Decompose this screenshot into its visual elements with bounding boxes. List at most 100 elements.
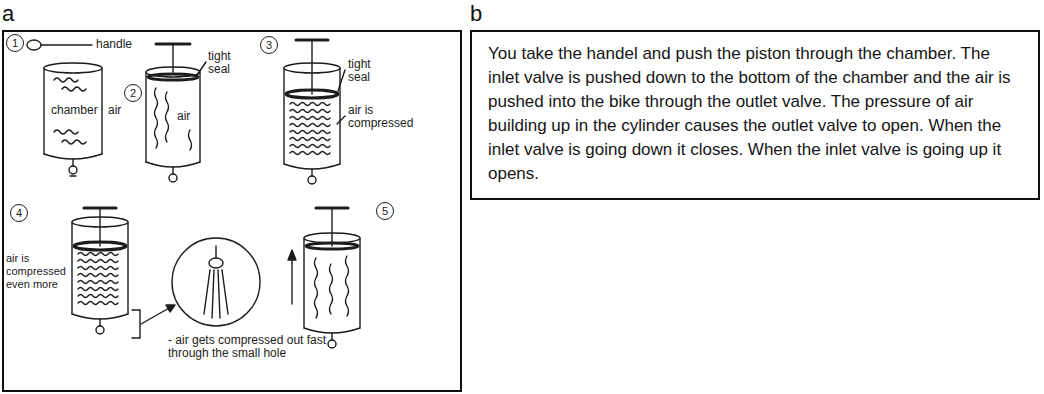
pump-sketch-four bbox=[72, 208, 175, 338]
pump-sketch-one bbox=[44, 63, 102, 73]
pump-sketch-three bbox=[311, 40, 312, 94]
pump-sketch-four bbox=[78, 302, 118, 305]
pump-sketch-two bbox=[148, 74, 198, 80]
part-label: chamber bbox=[50, 104, 99, 117]
pump-sketch-five bbox=[303, 238, 304, 328]
part-label: air bbox=[108, 104, 121, 117]
pump-sketch-five bbox=[315, 258, 318, 318]
pump-sketch-two bbox=[169, 174, 177, 182]
pump-sketch-one bbox=[43, 68, 44, 154]
pump-sketch-three bbox=[290, 110, 330, 113]
sketch-group bbox=[27, 40, 360, 348]
pump-sketch-one bbox=[70, 175, 76, 176]
pump-sketch-three bbox=[283, 68, 284, 164]
pump-sketch-four bbox=[71, 222, 72, 314]
pump-sketch-four bbox=[99, 319, 100, 326]
pump-sketch-four bbox=[141, 307, 171, 324]
pump-sketch-three bbox=[286, 90, 338, 98]
pump-sketch-one bbox=[27, 40, 102, 176]
pump-sketch-three bbox=[290, 124, 330, 127]
valve-closeup bbox=[215, 246, 216, 258]
valve-closeup bbox=[222, 270, 228, 314]
pump-sketch-five bbox=[330, 264, 333, 314]
pump-sketch-five bbox=[331, 208, 332, 246]
pump-sketch-five bbox=[346, 256, 349, 316]
part-label: tight seal bbox=[348, 58, 388, 84]
pump-sketch-four bbox=[72, 217, 128, 227]
pump-sketch-two bbox=[189, 130, 192, 150]
pump-sketch-three bbox=[284, 164, 340, 169]
pump-sketch-four bbox=[78, 253, 118, 256]
panel-letter: b bbox=[470, 2, 482, 26]
pump-sketch-four bbox=[132, 310, 140, 338]
pump-sketch-four bbox=[78, 260, 118, 263]
pump-sketch-four bbox=[78, 274, 118, 277]
note-label: air is compressed bbox=[348, 104, 428, 130]
valve-closeup bbox=[204, 270, 210, 314]
pump-sketch-five bbox=[331, 333, 332, 340]
pump-sketch-three bbox=[290, 117, 330, 120]
pump-sketch-one bbox=[62, 87, 86, 91]
part-label: tight seal bbox=[208, 50, 248, 76]
step-number: 3 bbox=[260, 36, 278, 54]
pump-sketch-two bbox=[146, 44, 206, 182]
pump-sketch-five bbox=[306, 243, 358, 249]
pump-sketch-three bbox=[284, 40, 345, 184]
pump-sketch-two bbox=[172, 44, 173, 72]
valve-closeup bbox=[212, 270, 214, 318]
note-label: air is compressed even more bbox=[6, 252, 70, 291]
pump-sketch-two bbox=[172, 167, 173, 174]
pump-sketch-two bbox=[155, 88, 158, 148]
pump-sketch-four bbox=[78, 281, 118, 284]
step-number: 5 bbox=[376, 202, 394, 220]
pump-sketch-two bbox=[145, 72, 146, 162]
pump-sketch-five bbox=[304, 328, 360, 333]
text-panel: bYou take the handel and push the piston… bbox=[470, 30, 1040, 200]
explanation-text: You take the handel and push the piston … bbox=[472, 32, 1038, 196]
pump-sketch-five bbox=[291, 258, 292, 304]
pump-sketch-five bbox=[288, 208, 360, 348]
part-label: handle bbox=[96, 38, 132, 51]
part-label: air bbox=[176, 110, 191, 123]
step-number: 2 bbox=[124, 84, 142, 102]
pump-sketch-three bbox=[290, 103, 330, 106]
pump-sketch-three bbox=[290, 138, 330, 141]
pump-sketch-two bbox=[146, 162, 200, 167]
pump-sketch-one bbox=[54, 78, 78, 82]
pump-sketch-four bbox=[96, 326, 104, 334]
valve-closeup bbox=[209, 258, 223, 268]
pump-sketch-three bbox=[290, 131, 330, 134]
pump-sketch-one bbox=[41, 44, 92, 45]
caption-note: - air gets compressed out fast through t… bbox=[168, 334, 368, 360]
valve-closeup bbox=[172, 238, 260, 326]
pump-sketch-four bbox=[127, 222, 128, 314]
pump-sketch-three bbox=[337, 116, 345, 124]
pump-sketch-three bbox=[290, 152, 330, 155]
pump-sketch-three bbox=[311, 169, 312, 176]
pump-sketch-four bbox=[78, 267, 118, 270]
pump-sketch-three bbox=[290, 145, 330, 148]
pump-sketch-one bbox=[72, 159, 73, 166]
valve-closeup bbox=[172, 238, 260, 326]
pump-sketch-four bbox=[78, 295, 118, 298]
pump-sketch-two bbox=[166, 92, 169, 142]
panel-letter: a bbox=[2, 2, 14, 26]
pump-sketch-five bbox=[359, 238, 360, 328]
step-number: 1 bbox=[6, 34, 24, 52]
step-number: 4 bbox=[10, 204, 28, 222]
pump-sketch-one bbox=[44, 154, 102, 159]
pump-sketch-one bbox=[101, 68, 102, 154]
pump-sketch-three bbox=[308, 176, 316, 184]
pump-sketch-one bbox=[54, 130, 78, 134]
pump-sketch-five bbox=[328, 340, 336, 348]
pump-sketch-two bbox=[197, 62, 206, 75]
pump-sketch-three bbox=[338, 70, 345, 91]
pump-sketch-one bbox=[62, 140, 86, 144]
valve-closeup bbox=[218, 270, 220, 318]
panel-frame: a1handlechamberair2tight sealair3tight s… bbox=[2, 30, 462, 392]
pump-sketch-four bbox=[166, 305, 175, 312]
pump-sketch-four bbox=[74, 242, 126, 250]
pump-sketch-four bbox=[72, 314, 128, 319]
pump-sketch-two bbox=[199, 72, 200, 162]
pump-sketch-one bbox=[69, 166, 77, 174]
